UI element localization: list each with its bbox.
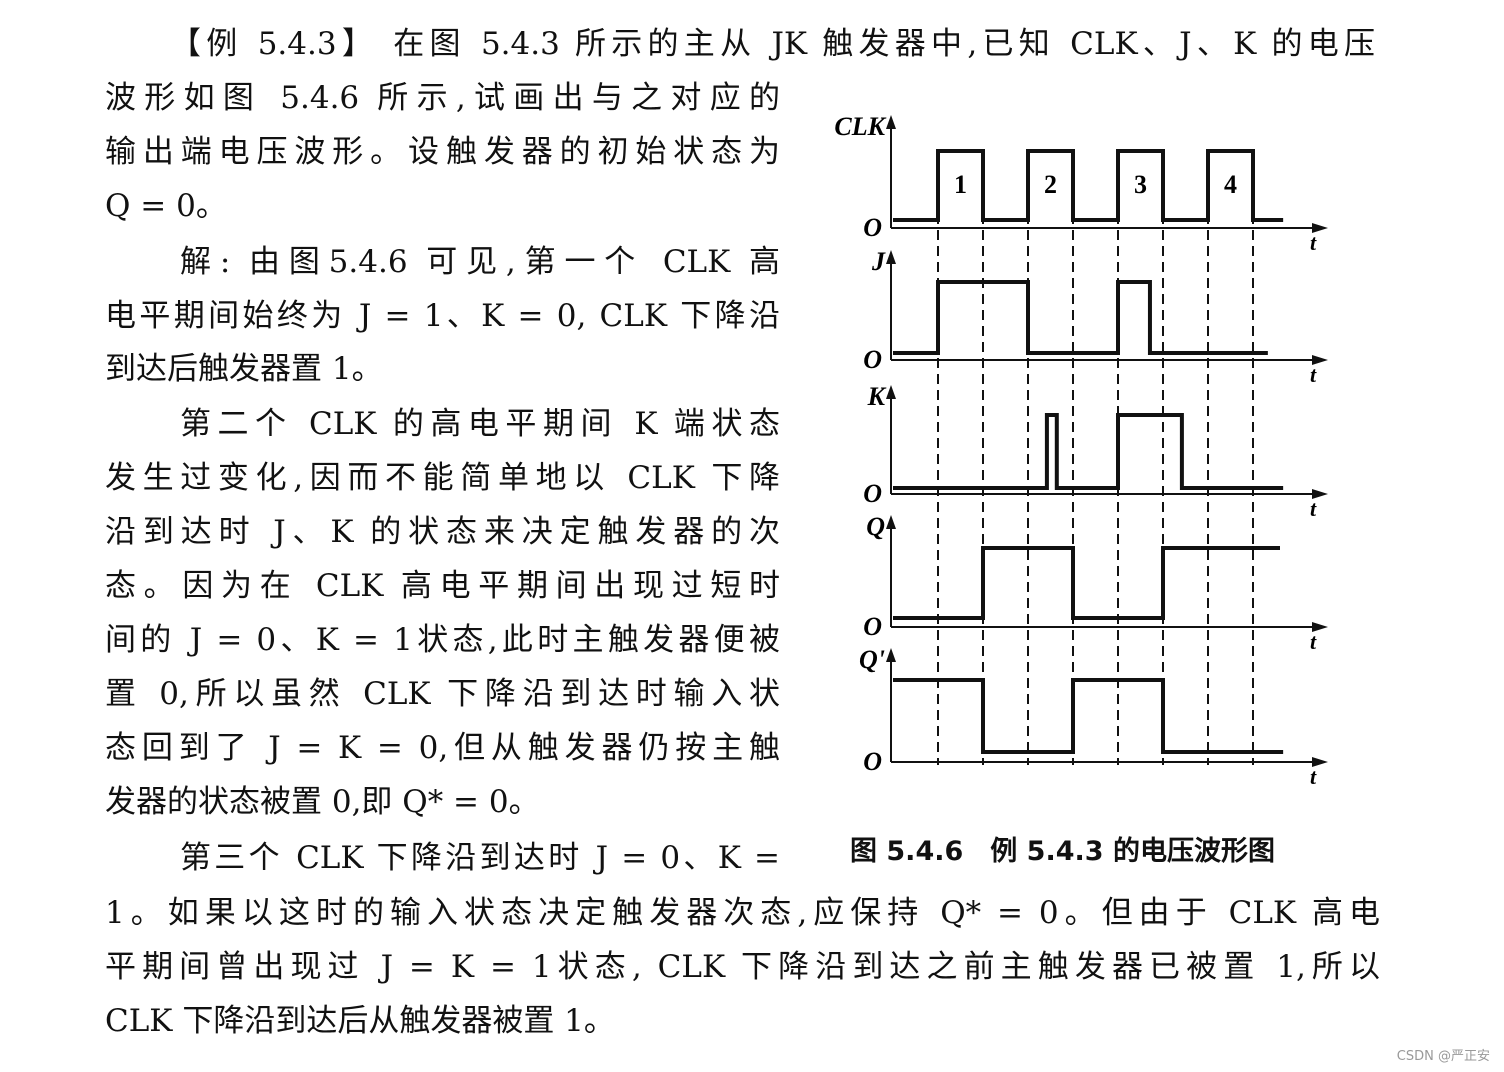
y-axis-arrow-icon bbox=[886, 250, 896, 264]
time-axis-arrow-icon bbox=[1312, 489, 1328, 499]
text-line: 置 0,所以虽然 CLK 下降沿到达时输入状 bbox=[105, 676, 780, 712]
waveform-q bbox=[893, 546, 1280, 620]
signal-label: J bbox=[871, 247, 886, 276]
clock-pulse-number: 2 bbox=[1044, 170, 1057, 199]
origin-label: O bbox=[863, 479, 882, 508]
waveform-j bbox=[893, 280, 1268, 355]
signal-label: CLK bbox=[834, 112, 886, 141]
text-line: 波形如图 5.4.6 所示,试画出与之对应的 bbox=[105, 80, 780, 116]
text-line: 第二个 CLK 的高电平期间 K 端状态 bbox=[180, 406, 780, 442]
watermark: CSDN @严正安 bbox=[1396, 1049, 1490, 1064]
text-line: 【例 5.4.3】 在图 5.4.3 所示的主从 JK 触发器中,已知 CLK、… bbox=[170, 26, 1375, 62]
time-label: t bbox=[1310, 230, 1317, 255]
time-axis-arrow-icon bbox=[1312, 757, 1328, 767]
text-line: 态。因为在 CLK 高电平期间出现过短时 bbox=[105, 568, 780, 604]
text-line: Q = 0。 bbox=[105, 188, 227, 224]
time-label: t bbox=[1310, 496, 1317, 521]
time-label: t bbox=[1310, 362, 1317, 387]
y-axis-arrow-icon bbox=[886, 385, 896, 399]
text-line: 电平期间始终为 J = 1、K = 0, CLK 下降沿 bbox=[105, 298, 780, 334]
text-line: 第三个 CLK 下降沿到达时 J = 0、K = bbox=[180, 840, 780, 876]
text-line: 沿到达时 J、K 的状态来决定触发器的次 bbox=[105, 514, 780, 550]
text-line: 发生过变化,因而不能简单地以 CLK 下降 bbox=[105, 460, 780, 496]
origin-label: O bbox=[863, 747, 882, 776]
origin-label: O bbox=[863, 612, 882, 641]
text-line: 发器的状态被置 0,即 Q* = 0。 bbox=[105, 784, 540, 820]
waveform-q-bar bbox=[893, 678, 1284, 754]
origin-label: O bbox=[863, 345, 882, 374]
time-label: t bbox=[1310, 764, 1317, 789]
clock-pulse-number: 3 bbox=[1134, 170, 1147, 199]
signal-label: Q bbox=[866, 512, 885, 541]
text-line: 态回到了 J = K = 0,但从触发器仍按主触 bbox=[105, 730, 780, 766]
waveform-k bbox=[893, 413, 1284, 490]
text-line: 输出端电压波形。设触发器的初始状态为 bbox=[105, 134, 780, 170]
time-label: t bbox=[1310, 629, 1317, 654]
text-line: 平期间曾出现过 J = K = 1状态, CLK 下降沿到达之前主触发器已被置 … bbox=[105, 949, 1380, 985]
text-line: 间的 J = 0、K = 1状态,此时主触发器便被 bbox=[105, 622, 780, 658]
time-axis-arrow-icon bbox=[1312, 622, 1328, 632]
y-axis-arrow-icon bbox=[886, 648, 896, 662]
text-line: 到达后触发器置 1。 bbox=[105, 351, 383, 387]
waveform-clk bbox=[893, 149, 1284, 222]
y-axis-arrow-icon bbox=[886, 515, 896, 529]
y-axis-arrow-icon bbox=[886, 115, 896, 129]
clock-pulse-number: 4 bbox=[1224, 170, 1237, 199]
text-line: 解: 由图5.4.6 可见,第一个 CLK 高 bbox=[180, 244, 780, 280]
signal-label: K bbox=[867, 382, 887, 411]
time-axis-arrow-icon bbox=[1312, 355, 1328, 365]
clock-pulse-number: 1 bbox=[954, 170, 967, 199]
text-line: 1。如果以这时的输入状态决定触发器次态,应保持 Q* = 0。但由于 CLK 高… bbox=[105, 895, 1380, 931]
origin-label: O bbox=[863, 213, 882, 242]
time-axis-arrow-icon bbox=[1312, 223, 1328, 233]
text-line: CLK 下降沿到达后从触发器被置 1。 bbox=[105, 1003, 615, 1039]
figure-caption: 图 5.4.6 例 5.4.3 的电压波形图 bbox=[850, 836, 1275, 867]
signal-label: Q' bbox=[859, 645, 885, 674]
